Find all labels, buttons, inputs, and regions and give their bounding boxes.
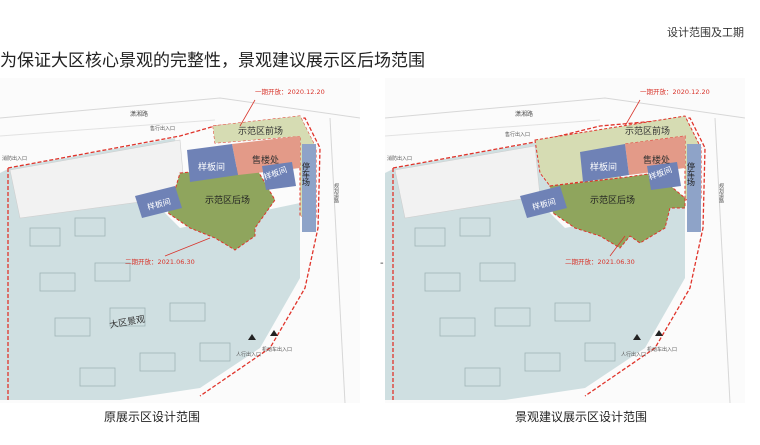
gate-left-label: 消防出入口 <box>387 155 412 162</box>
model-unit-right <box>262 162 296 190</box>
gate-bottom-b-label: 机动车出入口 <box>647 346 677 353</box>
phase1-label: 一期开放：2020.12.20 <box>255 87 325 96</box>
parking-area <box>687 144 701 232</box>
gate-bottom-a-label: 人行出入口 <box>236 351 261 358</box>
road-top-label: 潇湘路 <box>515 110 533 118</box>
phase1-label: 一期开放：2020.12.20 <box>640 87 710 96</box>
caption-proposed: 景观建议展示区设计范围 <box>515 410 648 424</box>
back-zone-label: 示范区后场 <box>205 194 250 206</box>
road-right-label: 规划道路 <box>718 182 724 204</box>
road-top-label: 潇湘路 <box>130 110 148 118</box>
parking-label: 停车场 <box>687 161 696 187</box>
sales-label: 售楼处 <box>252 154 279 166</box>
site-plan-proposed: 一期开放：2020.12.20 二期开放：2021.06.30 示范区前场 售楼… <box>385 78 745 403</box>
page-headline: 为保证大区核心景观的完整性，景观建议展示区后场范围 <box>0 51 425 71</box>
model-unit-left <box>520 186 567 218</box>
caption-original: 原展示区设计范围 <box>104 410 201 424</box>
parking-label: 停车场 <box>302 161 311 187</box>
gate-left-label: 消防出入口 <box>2 155 27 162</box>
stray-dash: - <box>380 258 384 269</box>
phase2-label: 二期开放：2021.06.30 <box>565 257 635 266</box>
parking-area <box>302 144 316 232</box>
sales-label: 售楼处 <box>643 154 670 166</box>
model-unit-top <box>187 144 238 182</box>
front-zone-label: 示范区前场 <box>625 125 670 137</box>
site-plan-original: 一期开放：2020.12.20 二期开放：2021.06.30 示范区前场 售楼… <box>0 78 360 403</box>
road-right-label: 规划道路 <box>333 182 339 204</box>
gate-bottom-a-label: 人行出入口 <box>621 351 646 358</box>
back-zone-label: 示范区后场 <box>590 194 635 206</box>
phase2-label: 二期开放：2021.06.30 <box>125 257 195 266</box>
model-unit-left <box>135 186 182 218</box>
model-top-label: 样板间 <box>198 161 225 173</box>
front-zone-label: 示范区前场 <box>238 125 283 137</box>
model-unit-right <box>647 162 681 190</box>
model-top-label: 样板间 <box>590 161 617 173</box>
gate-top-label: 售行出入口 <box>150 125 175 132</box>
gate-bottom-b-label: 机动车出入口 <box>262 346 292 353</box>
gate-top-label: 售行出入口 <box>505 131 530 138</box>
model-unit-top <box>580 144 629 182</box>
section-title: 设计范围及工期 <box>667 26 744 39</box>
